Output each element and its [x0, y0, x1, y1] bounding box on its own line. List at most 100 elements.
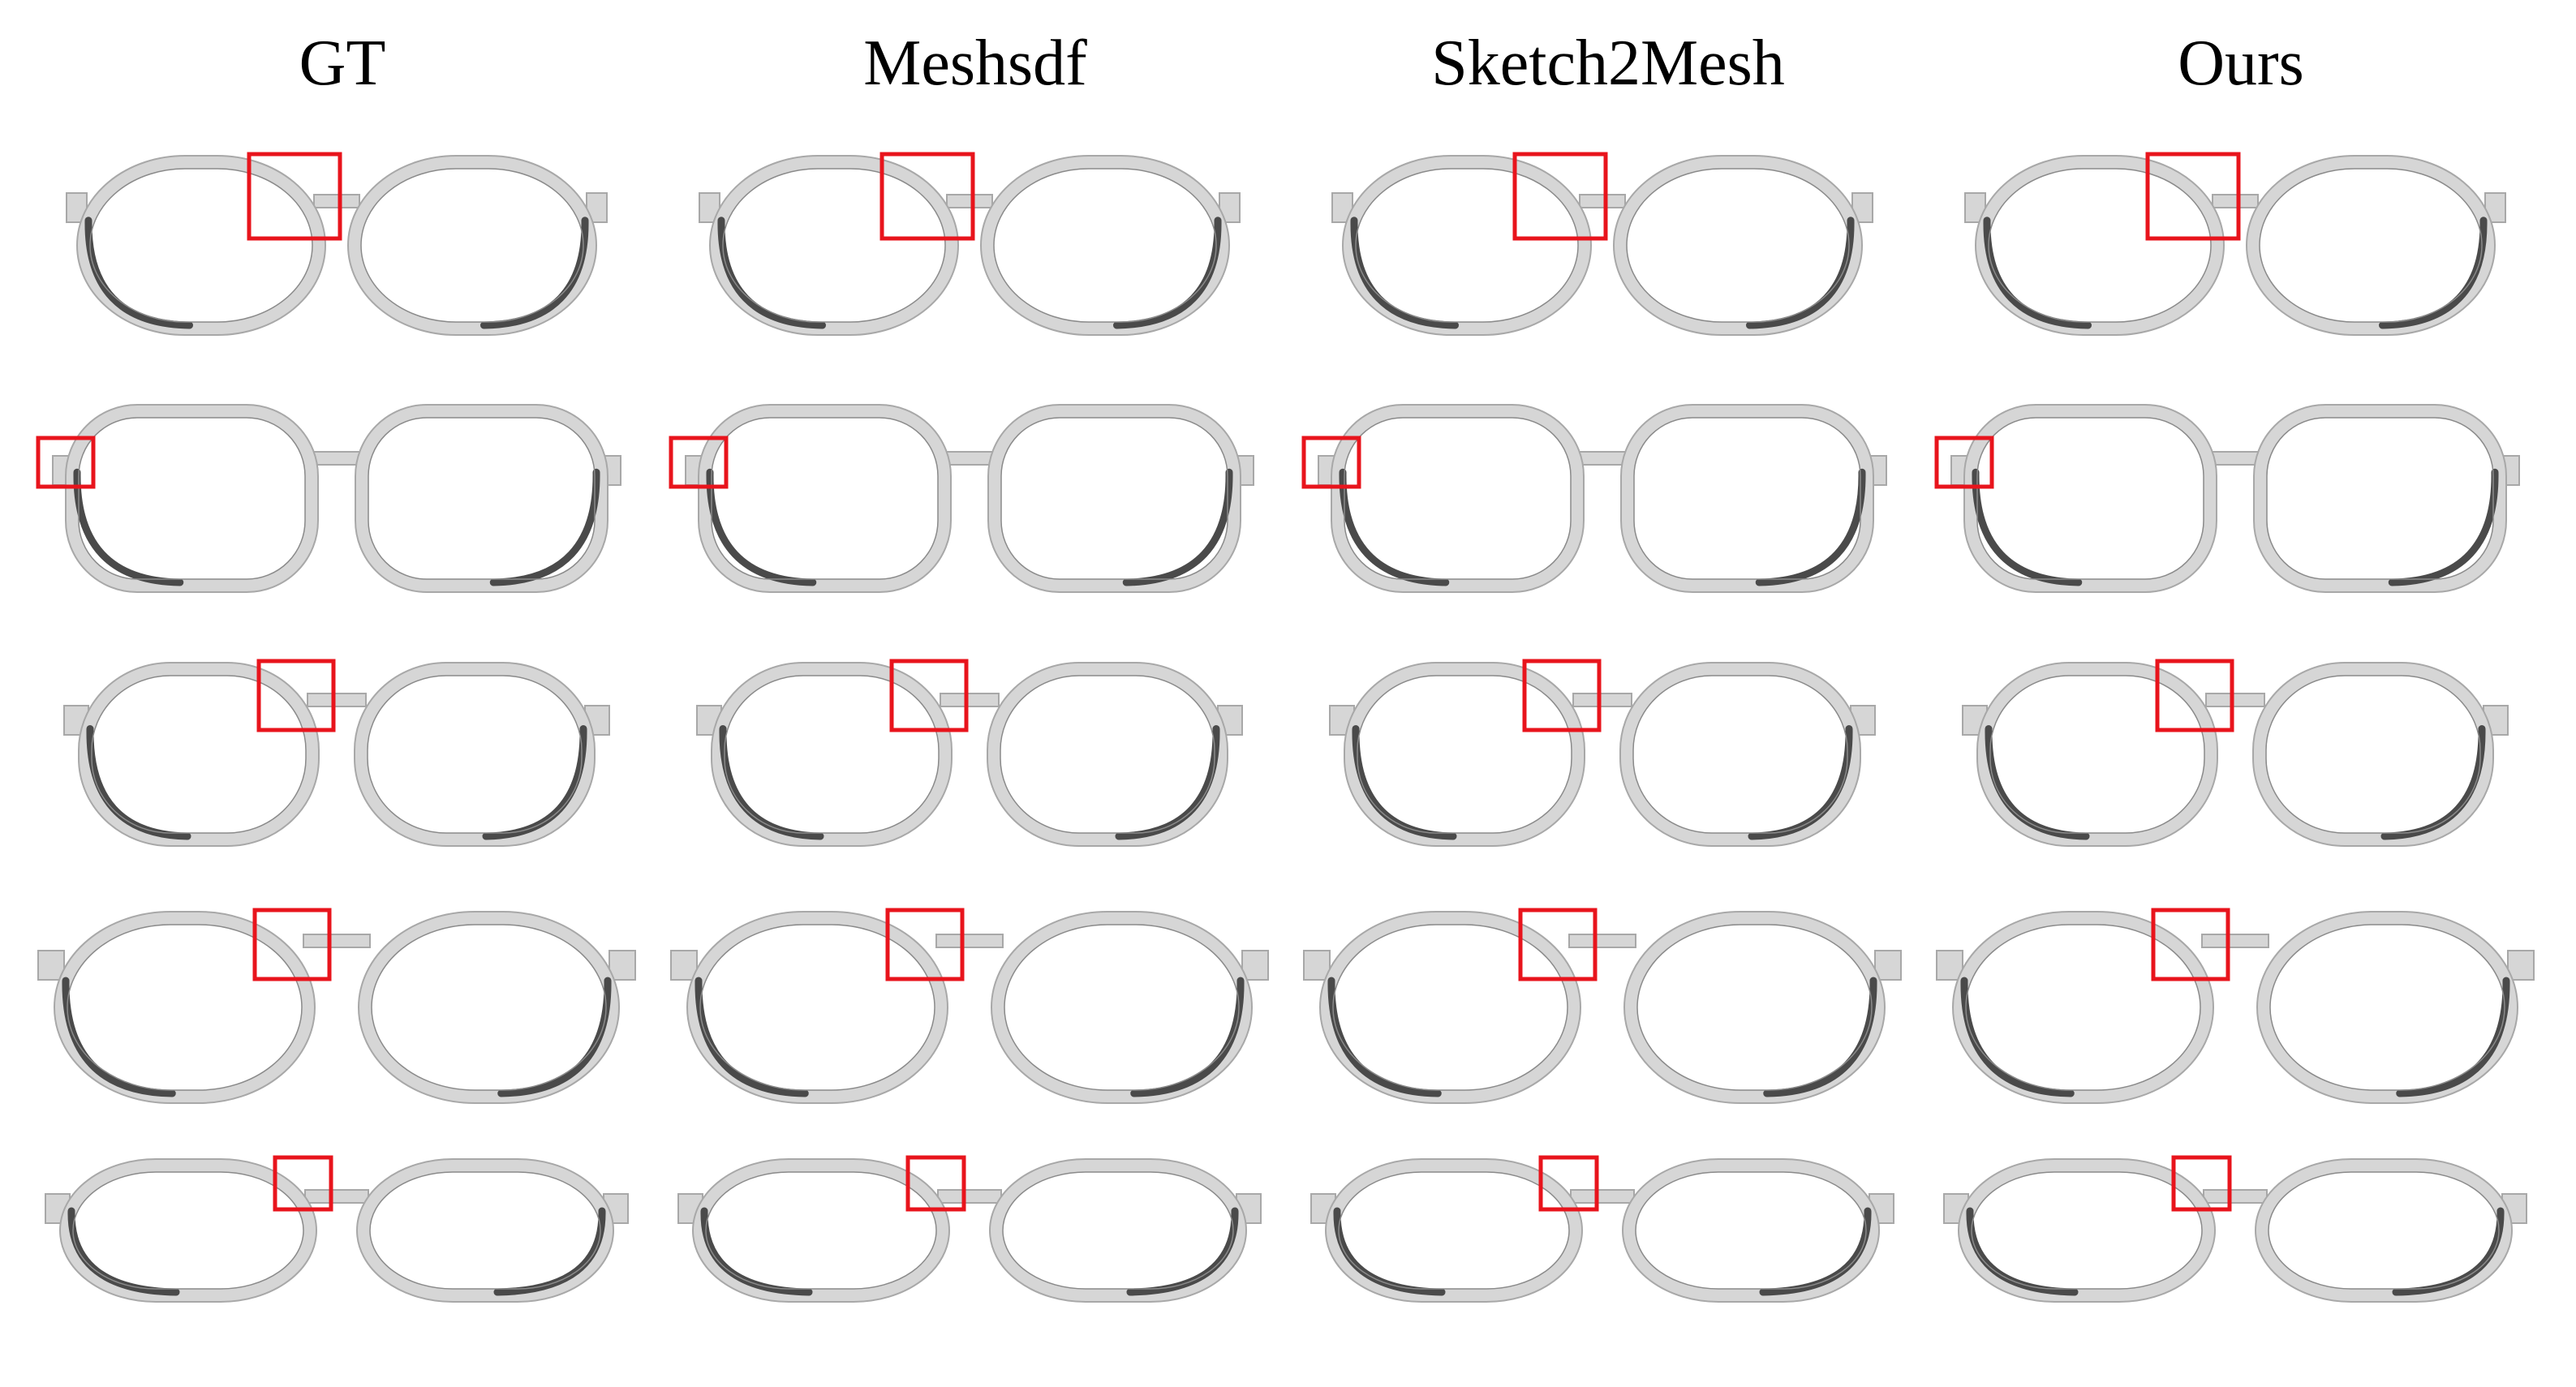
lens-edge-right [2252, 662, 2494, 847]
lens-rim-left [1326, 1159, 1582, 1302]
bridge [2203, 1189, 2268, 1204]
lens-rim-left [77, 156, 325, 335]
bridge [1570, 1189, 1635, 1204]
highlight-box-meshsdf-row-3 [889, 659, 969, 732]
lens-rim-right [359, 912, 619, 1103]
lens-shading-left [62, 977, 176, 1097]
lens-shading-right [2379, 217, 2488, 329]
lens-rim-left [1959, 1159, 2215, 1302]
lens-edge-left [65, 404, 319, 593]
lens-inner-left [1965, 924, 2201, 1091]
column-header-ours: Ours [2178, 28, 2304, 99]
bridge [304, 1189, 369, 1204]
highlight-box-ours-row-5 [2171, 1155, 2232, 1212]
lens-rim-left [66, 405, 318, 592]
glasses-meshsdf-row-5 [677, 1158, 1262, 1303]
lens-shading-right [1130, 977, 1245, 1097]
lens-shading-left [1960, 977, 2075, 1097]
lens-inner-right [368, 417, 596, 580]
highlight-box-gt-row-2 [36, 436, 96, 489]
lens-shading-left [1350, 217, 1459, 329]
lens-inner-right [360, 168, 584, 323]
bridge [1572, 693, 1632, 707]
lens-rim-left [1976, 156, 2224, 335]
highlight-box-ours-row-4 [2151, 908, 2230, 981]
lens-rim-right [990, 1159, 1246, 1302]
lens-inner-right [1626, 168, 1850, 323]
lens-rim-left [712, 663, 952, 846]
bridge [303, 934, 371, 948]
lens-inner-left [1344, 417, 1572, 580]
lens-shading-left [695, 977, 809, 1097]
lens-edge-right [1622, 1158, 1880, 1303]
highlight-box-sketch2mesh-row-1 [1512, 152, 1608, 241]
lens-shading-right [480, 217, 589, 329]
lens-inner-left [722, 168, 946, 323]
lens-edge-left [692, 1158, 950, 1303]
lens-inner-right [1632, 675, 1848, 834]
bridge [937, 1189, 1002, 1204]
glasses-gt-row-1 [66, 155, 608, 336]
highlight-box-gt-row-3 [256, 659, 336, 732]
lens-inner-left [89, 168, 313, 323]
lens-rim-right [987, 663, 1228, 846]
column-header-sketch2mesh: Sketch2Mesh [1431, 28, 1785, 99]
lens-edge-left [1952, 911, 2214, 1104]
lens-inner-right [369, 1171, 601, 1290]
lens-inner-right [1000, 417, 1228, 580]
lens-rim-right [2247, 156, 2495, 335]
column-header-meshsdf: Meshsdf [863, 28, 1087, 99]
bridge [2205, 693, 2265, 707]
lens-rim-right [1614, 156, 1862, 335]
lens-rim-left [1953, 912, 2213, 1103]
lens-edge-right [356, 1158, 614, 1303]
lens-inner-left [724, 675, 940, 834]
highlight-box-meshsdf-row-1 [879, 152, 975, 241]
bridge [1579, 194, 1626, 208]
lens-rim-left [1343, 156, 1591, 335]
lens-inner-right [1004, 924, 1240, 1091]
lens-edge-right [2256, 911, 2518, 1104]
lens-shading-right [1746, 217, 1855, 329]
lens-rim-left [79, 663, 319, 846]
bridge [935, 934, 1004, 948]
glasses-gt-row-4 [37, 911, 636, 1104]
highlight-box-ours-row-1 [2145, 152, 2241, 241]
lens-shading-right [1113, 217, 1222, 329]
glasses-ours-row-3 [1962, 662, 2509, 847]
lens-edge-left [686, 911, 948, 1104]
lens-inner-right [1002, 1171, 1234, 1290]
lens-rim-right [1623, 1159, 1879, 1302]
highlight-box-sketch2mesh-row-2 [1301, 436, 1361, 489]
glasses-meshsdf-row-4 [670, 911, 1269, 1104]
lens-edge-right [989, 1158, 1247, 1303]
lens-inner-left [711, 417, 939, 580]
lens-edge-right [355, 404, 609, 593]
lens-edge-right [358, 911, 620, 1104]
lens-edge-right [2255, 1158, 2513, 1303]
column-header-gt: GT [299, 28, 386, 99]
glasses-gt-row-3 [63, 662, 610, 847]
lens-inner-left [1338, 1171, 1570, 1290]
lens-edge-left [698, 404, 952, 593]
lens-edge-right [987, 404, 1241, 593]
lens-rim-left [60, 1159, 316, 1302]
lens-edge-right [987, 662, 1228, 847]
lens-rim-right [357, 1159, 613, 1302]
lens-edge-left [1958, 1158, 2216, 1303]
lens-edge-right [2246, 155, 2496, 336]
lens-rim-left [1320, 912, 1580, 1103]
glasses-ours-row-4 [1936, 911, 2535, 1104]
temple-right [2507, 950, 2535, 981]
lens-edge-left [78, 662, 320, 847]
glasses-sketch2mesh-row-2 [1318, 404, 1887, 593]
lens-shading-right [1763, 977, 1877, 1097]
lens-rim-left [1331, 405, 1584, 592]
lens-edge-right [2253, 404, 2507, 593]
lens-inner-left [1355, 168, 1579, 323]
glasses-ours-row-5 [1943, 1158, 2527, 1303]
lens-inner-right [2265, 675, 2481, 834]
lens-inner-left [705, 1171, 937, 1290]
